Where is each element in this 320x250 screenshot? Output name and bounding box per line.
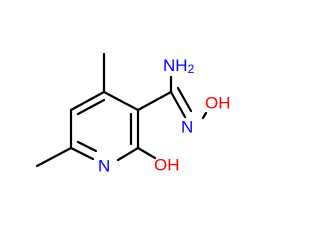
- amine-label: NH2: [163, 56, 195, 77]
- bond-c4-c3: [102, 90, 140, 112]
- molecule-diagram: NH2 N OH N OH: [35, 52, 231, 176]
- oxime-n-label: N: [181, 118, 193, 137]
- bond-c2-oh: [136, 146, 157, 160]
- bond-amidine-c-n: [169, 90, 187, 119]
- amine-main-text: NH: [163, 56, 188, 75]
- ring-n-label: N: [98, 157, 110, 176]
- amine-subscript: 2: [188, 62, 195, 76]
- bond-c5-c4: [69, 90, 106, 112]
- bond-n1-c6: [69, 146, 95, 161]
- bond-c6-methyl: [35, 146, 73, 168]
- bond-n-oh: [201, 111, 208, 120]
- bond-c2-n1: [116, 146, 140, 162]
- oxime-oh-label: OH: [205, 94, 231, 113]
- bond-n1-c6-inner: [76, 140, 98, 153]
- bond-c5-c4-inner: [76, 98, 106, 116]
- bond-amidine-c-n-double: [176, 86, 193, 113]
- bond-c3-amidine-c: [136, 90, 173, 112]
- ring-oh-label: OH: [154, 156, 180, 175]
